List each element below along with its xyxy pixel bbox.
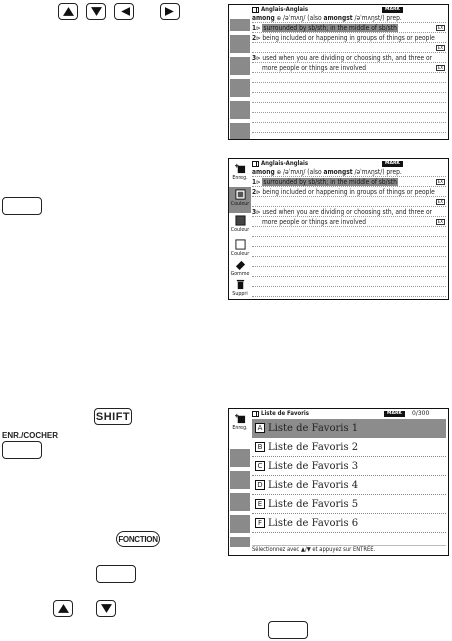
favorites-list-item[interactable]: D Liste de Favoris 4 (252, 476, 446, 495)
down-arrow-key[interactable] (96, 600, 116, 617)
headword: among (252, 168, 275, 176)
tool-delete[interactable]: Suppri (229, 277, 251, 299)
tool-color-2[interactable]: Couleur (229, 213, 251, 239)
headword-line: among ⊕ /əˈmʌŋ/ (also amongst /əˈmʌŋst/)… (252, 13, 446, 23)
highlighted-text: surrounded by sb/sth; in the middle of s… (262, 178, 398, 186)
instruction-footer: Sélectionnez avec ▲/▼ et appuyez sur ENT… (252, 545, 446, 554)
dictionary-title: Anglais-Anglais (261, 6, 309, 13)
blank-key[interactable] (96, 565, 136, 583)
save-icon (234, 413, 245, 424)
tool-column: Enreg. Couleur Couleur Couleur Gomme (229, 159, 251, 299)
enter-key[interactable] (268, 621, 308, 639)
mark-badge: MARK (382, 7, 403, 13)
favorites-list-item[interactable]: F Liste de Favoris 6 (252, 514, 446, 533)
definition-line[interactable]: 3⊳ used when you are dividing or choosin… (252, 207, 446, 217)
favorites-list-item[interactable]: B Liste de Favoris 2 (252, 438, 446, 457)
example-icon[interactable]: EX (435, 65, 445, 71)
tool-save[interactable]: Enreg. (229, 161, 251, 187)
example-icon[interactable]: EX (435, 25, 445, 31)
color-square-icon (234, 189, 246, 200)
definition-line[interactable]: 1⊳ surrounded by sb/sth; in the middle o… (252, 177, 446, 187)
triangle-left-icon (120, 7, 130, 16)
fonction-key[interactable]: FONCTION (116, 531, 160, 547)
headword-line: among ⊕ /əˈmʌŋ/ (also amongst /əˈmʌŋst/)… (252, 167, 446, 177)
trash-icon (236, 279, 244, 290)
favorites-screen: Enreg. Liste de Favoris MARK 0/300 A Lis… (228, 408, 449, 556)
dictionary-screen-1: Anglais-Anglais MARK among ⊕ /əˈmʌŋ/ (al… (228, 4, 449, 140)
triangle-down-icon (90, 7, 102, 16)
enr-cocher-label: ENR./COCHER (2, 431, 59, 440)
side-column (229, 5, 251, 139)
example-icon[interactable]: EX (435, 199, 445, 205)
triangle-right-icon (164, 7, 174, 16)
definition-line[interactable]: 2⊳ being included or happening in groups… (252, 33, 446, 43)
favorites-list-item[interactable]: E Liste de Favoris 5 (252, 495, 446, 514)
example-icon[interactable]: EX (435, 219, 445, 225)
triangle-down-icon (100, 604, 112, 613)
screen-header: Anglais-Anglais (252, 5, 446, 14)
book-icon (252, 6, 259, 13)
dictionary-title: Anglais-Anglais (261, 160, 309, 167)
triangle-up-icon (57, 604, 69, 613)
book-icon (252, 160, 259, 167)
tool-save[interactable]: Enreg. (229, 411, 251, 437)
definition-line[interactable]: 3⊳ used when you are dividing or choosin… (252, 53, 446, 63)
tool-eraser[interactable]: Gomme (229, 257, 251, 283)
highlighted-text: surrounded by sb/sth; in the middle of s… (262, 24, 398, 32)
favorites-count: 0/300 (412, 410, 430, 417)
headword: among (252, 14, 275, 22)
ex-line: EX (252, 43, 446, 53)
favorites-list-item[interactable]: A Liste de Favoris 1 (252, 419, 446, 438)
color-square-icon (234, 215, 246, 226)
side-column: Enreg. (229, 409, 251, 555)
example-icon[interactable]: EX (435, 179, 445, 185)
enter-key[interactable] (2, 197, 42, 215)
enr-cocher-key[interactable] (2, 441, 42, 459)
dictionary-screen-2: Enreg. Couleur Couleur Couleur Gomme (228, 158, 449, 300)
left-arrow-key[interactable] (114, 3, 134, 20)
book-icon (252, 410, 259, 417)
favorites-list-item[interactable]: C Liste de Favoris 3 (252, 457, 446, 476)
definition-line[interactable]: 2⊳ being included or happening in groups… (252, 187, 446, 197)
tool-color-3[interactable]: Couleur (229, 237, 251, 263)
mark-badge: MARK (382, 161, 403, 167)
shift-key[interactable]: SHIFT (94, 408, 132, 425)
ex-line: EX (252, 197, 446, 207)
mark-badge: MARK (384, 411, 405, 417)
eraser-icon (235, 260, 245, 270)
save-icon (234, 163, 245, 174)
example-icon[interactable]: EX (435, 45, 445, 51)
favorites-title: Liste de Favoris (261, 410, 309, 417)
up-arrow-key[interactable] (58, 3, 78, 20)
up-arrow-key[interactable] (53, 600, 73, 617)
right-arrow-key[interactable] (160, 3, 180, 20)
triangle-up-icon (62, 7, 74, 16)
screen-header: Liste de Favoris (252, 409, 446, 418)
down-arrow-key[interactable] (86, 3, 106, 20)
definition-line[interactable]: more people or things are involved EX (252, 63, 446, 73)
definition-line[interactable]: 1⊳ surrounded by sb/sth; in the middle o… (252, 23, 446, 33)
tool-color-1[interactable]: Couleur (229, 187, 251, 213)
definition-line[interactable]: more people or things are involved EX (252, 217, 446, 227)
screen-header: Anglais-Anglais (252, 159, 446, 168)
color-square-icon (234, 239, 246, 250)
